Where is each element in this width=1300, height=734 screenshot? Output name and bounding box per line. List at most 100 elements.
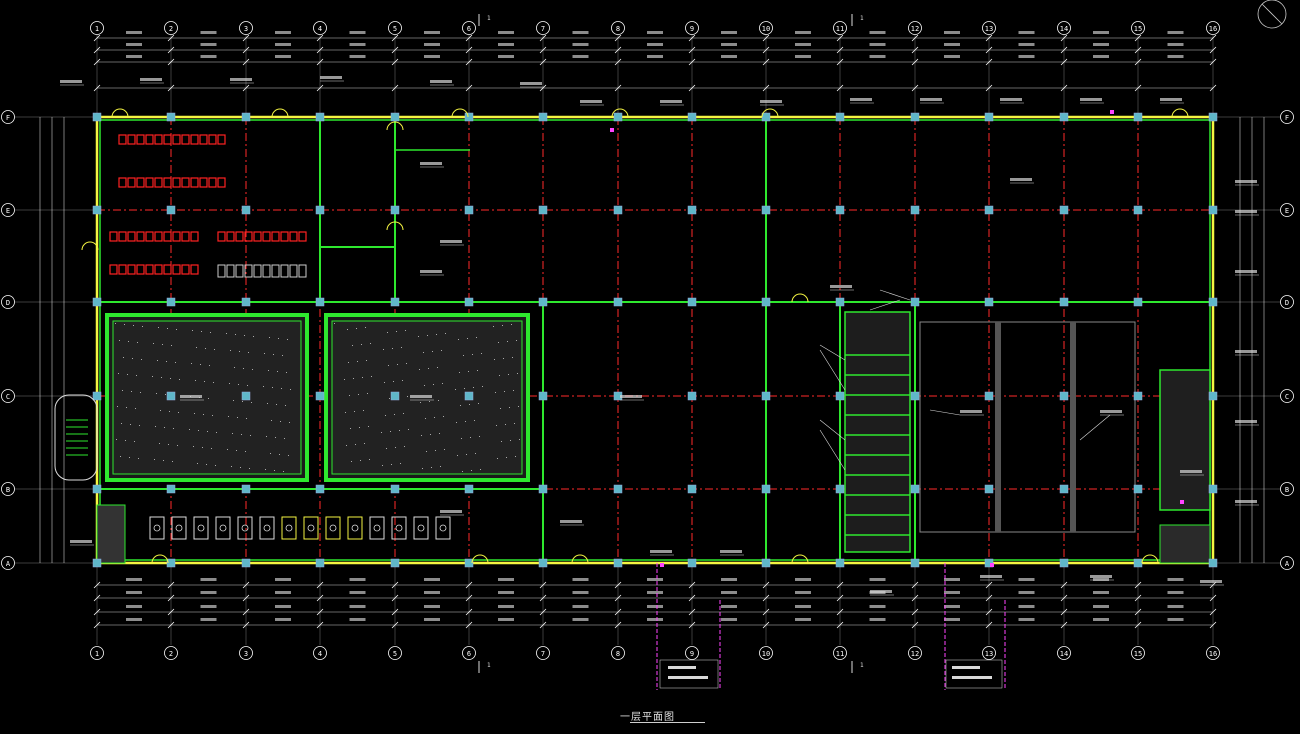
tank-hatch-dot bbox=[200, 364, 201, 365]
dimension-tick bbox=[167, 84, 175, 92]
dimension-tick bbox=[1134, 84, 1142, 92]
leader-line bbox=[1079, 414, 1111, 441]
annotation-text bbox=[1200, 580, 1222, 583]
axis-label-column: 6 bbox=[467, 25, 471, 33]
pump-symbol bbox=[219, 524, 227, 532]
tank-hatch-dot bbox=[334, 323, 335, 324]
axis-label-row: B bbox=[1285, 486, 1289, 494]
structural-column bbox=[241, 112, 251, 122]
dimension-text bbox=[126, 43, 142, 46]
tank-hatch-dot bbox=[270, 453, 271, 454]
structural-column bbox=[241, 205, 251, 215]
axis-bubbles: 1122334455667788991010111112121313141415… bbox=[1, 21, 1294, 660]
annotation-text bbox=[980, 575, 1002, 578]
door-swing bbox=[451, 108, 469, 118]
tank-hatch-dot bbox=[125, 440, 126, 441]
dimension-tick bbox=[1209, 46, 1217, 54]
dimension-lines bbox=[14, 31, 1290, 645]
structural-column bbox=[92, 484, 102, 494]
axis-bubble-column bbox=[982, 646, 996, 660]
axis-bubble-column bbox=[388, 646, 402, 660]
tank-hatch-dot bbox=[246, 418, 247, 419]
dimension-tick bbox=[167, 581, 175, 589]
equipment-unit bbox=[172, 231, 181, 242]
dimension-tick bbox=[167, 621, 175, 629]
tank-hatch-dot bbox=[472, 354, 473, 355]
structural-column bbox=[1059, 112, 1069, 122]
equipment-unit bbox=[226, 264, 235, 278]
annotation-text bbox=[430, 80, 452, 83]
structural-column bbox=[390, 112, 400, 122]
dimension-text bbox=[647, 605, 663, 608]
equipment-unit bbox=[262, 231, 271, 242]
tank-hatch-dot bbox=[115, 323, 116, 324]
door-swing bbox=[571, 554, 589, 564]
axis-label-column: 5 bbox=[393, 650, 397, 658]
axis-label-row: C bbox=[6, 393, 10, 401]
dimension-tick bbox=[985, 84, 993, 92]
dimension-text bbox=[572, 55, 589, 58]
tank-hatch-dot bbox=[179, 379, 180, 380]
dimension-text bbox=[349, 31, 366, 34]
dimension-tick bbox=[316, 46, 324, 54]
axis-bubble-row bbox=[1280, 203, 1294, 217]
annotation-text bbox=[60, 80, 82, 83]
tank-hatch-dot bbox=[365, 327, 366, 328]
annotation-text bbox=[1235, 180, 1257, 183]
structural-column bbox=[92, 112, 102, 122]
dimension-tick bbox=[465, 621, 473, 629]
annotation-text bbox=[760, 100, 782, 103]
annotation-text bbox=[140, 78, 162, 81]
axis-label-column: 8 bbox=[616, 25, 620, 33]
dimension-tick bbox=[911, 594, 919, 602]
north-arrow-circle bbox=[1257, 0, 1287, 29]
tank-hatch-dot bbox=[385, 415, 386, 416]
tank-hatch-dot bbox=[423, 352, 424, 353]
tank-hatch-dot bbox=[159, 443, 160, 444]
structural-column bbox=[315, 484, 325, 494]
tank-hatch-dot bbox=[207, 431, 208, 432]
dimension-text bbox=[721, 578, 737, 581]
dimension-tick bbox=[316, 594, 324, 602]
dimension-tick bbox=[391, 608, 399, 616]
structural-column bbox=[1208, 112, 1218, 122]
tank-hatch-dot bbox=[445, 333, 446, 334]
tank-hatch-dot bbox=[438, 400, 439, 401]
tank-hatch-dot bbox=[152, 376, 153, 377]
tank-hatch-dot bbox=[213, 382, 214, 383]
tank-hatch-dot bbox=[427, 335, 428, 336]
tank-hatch-dot bbox=[512, 357, 513, 358]
tank-hatch-dot bbox=[461, 438, 462, 439]
equipment-unit bbox=[145, 231, 154, 242]
tank-hatch-dot bbox=[153, 343, 154, 344]
equipment-unit bbox=[190, 134, 199, 145]
tank-hatch-dot bbox=[170, 378, 171, 379]
tank-hatch-dot bbox=[127, 374, 128, 375]
structural-column bbox=[910, 484, 920, 494]
axis-bubble-column bbox=[1057, 646, 1071, 660]
tank-hatch-dot bbox=[286, 372, 287, 373]
leader-line bbox=[929, 409, 961, 416]
dimension-text bbox=[944, 55, 960, 58]
tank-hatch-dot bbox=[425, 418, 426, 419]
structural-column bbox=[166, 112, 176, 122]
axis-bubble-column bbox=[164, 21, 178, 35]
dimension-tick bbox=[762, 621, 770, 629]
dimension-text bbox=[1167, 605, 1184, 608]
tank-hatch-dot bbox=[352, 345, 353, 346]
exterior-wall bbox=[95, 115, 1215, 565]
dimension-tick bbox=[391, 58, 399, 66]
equipment-unit bbox=[217, 231, 226, 242]
structural-column bbox=[761, 558, 771, 568]
tank-hatch-dot bbox=[158, 327, 159, 328]
axis-bubble-row bbox=[1280, 295, 1294, 309]
dimension-tick bbox=[465, 608, 473, 616]
dimension-text bbox=[275, 578, 291, 581]
dimension-tick bbox=[911, 581, 919, 589]
axis-bubble-column bbox=[833, 21, 847, 35]
equipment-unit bbox=[289, 264, 298, 278]
dimension-tick bbox=[242, 581, 250, 589]
tank-hatch-dot bbox=[154, 459, 155, 460]
tank-hatch-dot bbox=[283, 471, 284, 472]
tank-hatch-dot bbox=[443, 416, 444, 417]
